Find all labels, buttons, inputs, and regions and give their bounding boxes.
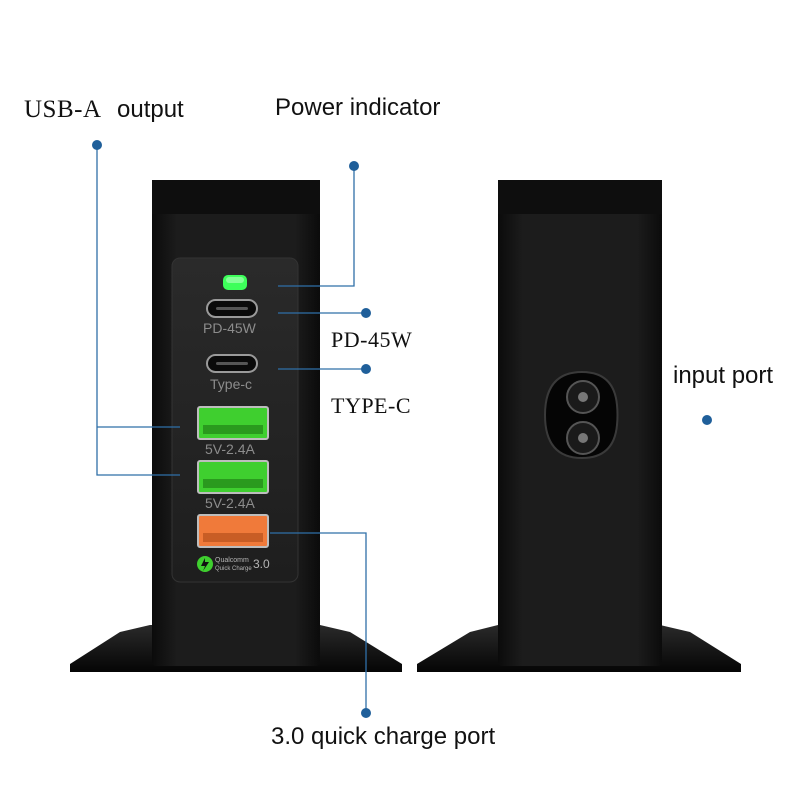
usb-a-port-1: [197, 406, 269, 440]
qc-usb-port: [197, 514, 269, 548]
back-device: [417, 180, 741, 672]
front-device: [70, 180, 402, 672]
qc-version-text: 3.0: [253, 557, 270, 571]
power-inlet-icon: [543, 370, 619, 460]
usb-port-1-label: 5V-2.4A: [205, 441, 255, 457]
quick-charge-label: 3.0 quick charge port: [271, 723, 496, 750]
usb-a-label-b: output: [117, 96, 184, 123]
typec-port-label: Type-c: [210, 376, 253, 392]
pd-port-label: PD-45W: [203, 320, 256, 336]
pd-45w-label: PD-45W: [331, 327, 413, 352]
usb-a-port-2: [197, 460, 269, 494]
callout-dots: [92, 140, 712, 718]
usb-a-label-a: USB-A: [24, 96, 102, 123]
type-c-label: TYPE-C: [331, 393, 411, 418]
power-indicator-label: Power indicator: [275, 94, 441, 121]
qc-brand-text: Qualcomm: [215, 557, 249, 564]
qc-sub-text: Quick Charge: [215, 566, 252, 572]
input-port-label: input port: [673, 362, 774, 389]
leader-lines: [96, 145, 367, 713]
usb-port-2-label: 5V-2.4A: [205, 495, 255, 511]
